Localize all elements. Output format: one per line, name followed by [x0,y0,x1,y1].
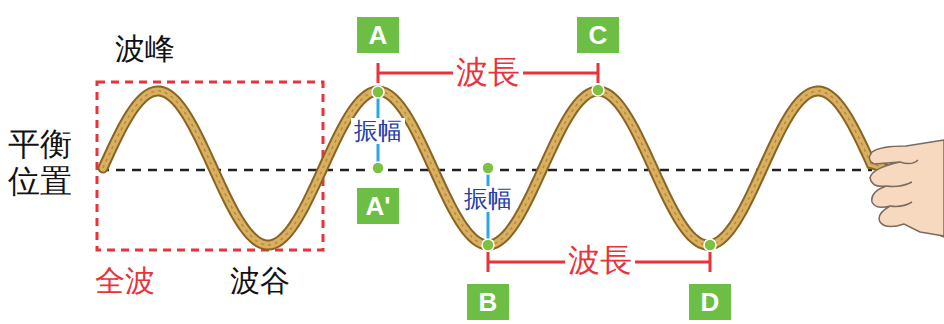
rope [103,91,944,245]
amplitude-label: 振幅 [351,118,405,144]
rope-outline [103,91,944,245]
crest-label: 波峰 [115,32,175,65]
point-letter: C [589,22,608,48]
wavelength-label: 波長 [453,55,523,90]
point-letter-box: D [689,284,731,320]
full-wave-label: 全波 [95,264,155,297]
point-letter-box: A [357,17,399,53]
point-dot [372,84,716,251]
hand [869,140,944,236]
point-letter: D [701,289,720,315]
equilibrium-label: 平衡 位置 [8,126,75,200]
point-letter-box: A' [357,188,399,224]
point-letter: A' [366,193,391,219]
point-letter: B [479,289,498,315]
trough-label: 波谷 [230,264,290,297]
point-letter-box: B [467,284,509,320]
rope-twist [103,91,944,245]
wavelength-label: 波長 [565,243,635,278]
point-letter-box: C [577,17,619,53]
point-letter: A [369,22,388,48]
amplitude-label: 振幅 [461,186,515,212]
